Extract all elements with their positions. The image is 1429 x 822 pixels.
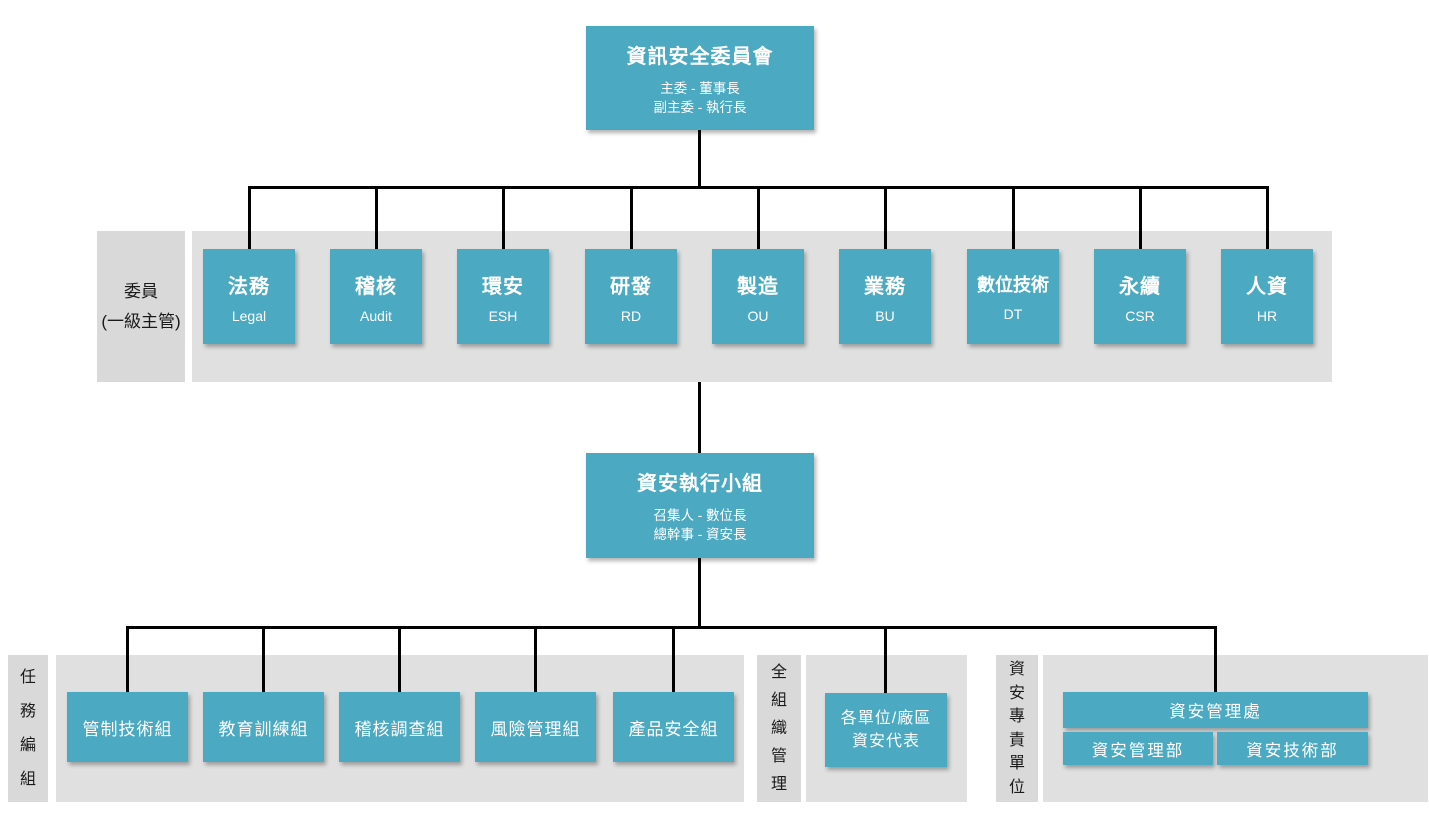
task-group-label: 產品安全組: [628, 719, 719, 739]
connector-drop-ou: [757, 186, 760, 250]
member-zh: 永續: [1119, 275, 1161, 298]
dedicated-band-label-area: 資安專責單位: [996, 655, 1038, 802]
node-task-audit-investigation: 稽核調查組: [339, 692, 460, 762]
info-security-committee-title: 資訊安全委員會: [626, 45, 774, 68]
dedicated-band: [1043, 655, 1428, 802]
task-group-label: 教育訓練組: [218, 719, 309, 739]
node-member-legal: 法務 Legal: [203, 249, 295, 344]
connector-drop-audit: [375, 186, 378, 250]
member-zh: 數位技術: [977, 275, 1049, 295]
connector-top-stem: [698, 130, 701, 188]
connector-drop-task3: [398, 626, 401, 692]
committee-row-label: 委員 (一級主管): [101, 277, 180, 337]
connector-drop-task5: [672, 626, 675, 692]
security-division-label: 資安管理處: [1169, 703, 1262, 721]
org-rep-line1: 各單位/廠區: [840, 710, 932, 727]
connector-drop-task4: [534, 626, 537, 692]
member-zh: 稽核: [355, 275, 397, 298]
connector-drop-hr: [1266, 186, 1269, 250]
node-member-audit: 稽核 Audit: [330, 249, 422, 344]
member-en: CSR: [1125, 307, 1155, 324]
member-en: HR: [1256, 307, 1278, 324]
node-member-esh: 環安 ESH: [457, 249, 549, 344]
member-en: BU: [875, 307, 895, 324]
security-executive-team-convener: 召集人 - 數位長: [653, 508, 747, 523]
member-zh: 人資: [1246, 275, 1288, 298]
node-task-education-training: 教育訓練組: [203, 692, 324, 762]
member-en: ESH: [488, 307, 518, 324]
task-band-label: 任務編組: [19, 668, 36, 788]
node-security-management-division: 資安管理處: [1063, 692, 1368, 728]
node-member-bu: 業務 BU: [839, 249, 931, 344]
member-zh: 製造: [737, 275, 779, 298]
connector-drop-dt: [1012, 186, 1015, 250]
connector-drop-rd: [630, 186, 633, 250]
member-zh: 法務: [228, 275, 270, 298]
task-group-label: 管制技術組: [82, 719, 173, 739]
node-security-management-dept: 資安管理部: [1063, 732, 1213, 765]
connector-drop-esh: [502, 186, 505, 250]
node-task-risk-management: 風險管理組: [475, 692, 596, 762]
connector-drop-bu: [884, 186, 887, 250]
task-group-label: 風險管理組: [490, 719, 581, 739]
committee-row-label-line1: 委員: [123, 281, 158, 301]
member-zh: 業務: [864, 275, 906, 298]
committee-row-label-line2: (一級主管): [101, 311, 181, 331]
node-member-csr: 永續 CSR: [1094, 249, 1186, 344]
task-group-label: 稽核調查組: [354, 719, 445, 739]
info-security-committee-vice-chair: 副主委 - 執行長: [653, 99, 747, 115]
task-band-label-area: 任務編組: [8, 655, 48, 802]
node-task-control-tech: 管制技術組: [67, 692, 188, 762]
member-en: OU: [747, 307, 769, 324]
member-en: DT: [1003, 306, 1023, 322]
security-dept-label: 資安技術部: [1246, 741, 1339, 760]
member-zh: 研發: [610, 275, 652, 298]
connector-drop-task2: [262, 626, 265, 692]
connector-drop-security-division: [1214, 626, 1217, 692]
node-unit-site-security-reps: 各單位/廠區 資安代表: [825, 693, 947, 767]
node-security-technology-dept: 資安技術部: [1217, 732, 1368, 765]
node-security-executive-team: 資安執行小組 召集人 - 數位長 總幹事 - 資安長: [586, 453, 814, 558]
connector-drop-task1: [126, 626, 129, 692]
member-en: RD: [620, 307, 642, 324]
connector-drop-csr: [1139, 186, 1142, 250]
security-executive-team-title: 資安執行小組: [637, 473, 763, 495]
info-security-committee-chair: 主委 - 董事長: [660, 80, 740, 96]
node-member-dt: 數位技術 DT: [967, 249, 1059, 344]
org-band-label-area: 全組織管理: [757, 655, 801, 802]
node-member-rd: 研發 RD: [585, 249, 677, 344]
security-dept-label: 資安管理部: [1091, 741, 1185, 760]
connector-drop-legal: [248, 186, 251, 250]
node-info-security-committee: 資訊安全委員會 主委 - 董事長 副主委 - 執行長: [586, 26, 814, 130]
node-member-ou: 製造 OU: [712, 249, 804, 344]
committee-row-label-area: 委員 (一級主管): [97, 231, 185, 382]
member-zh: 環安: [482, 275, 524, 298]
node-task-product-security: 產品安全組: [613, 692, 734, 762]
member-en: Audit: [360, 307, 392, 324]
connector-band-to-executive: [698, 382, 701, 453]
connector-drop-org-rep: [884, 626, 887, 693]
security-executive-team-secretary: 總幹事 - 資安長: [653, 527, 747, 542]
node-member-hr: 人資 HR: [1221, 249, 1313, 344]
member-en: Legal: [231, 307, 267, 324]
org-band-label: 全組織管理: [770, 663, 787, 793]
connector-bottom-rail: [126, 626, 1217, 629]
dedicated-band-label: 資安專責單位: [1008, 661, 1025, 796]
org-rep-line2: 資安代表: [851, 733, 920, 750]
connector-executive-stem: [698, 558, 701, 628]
